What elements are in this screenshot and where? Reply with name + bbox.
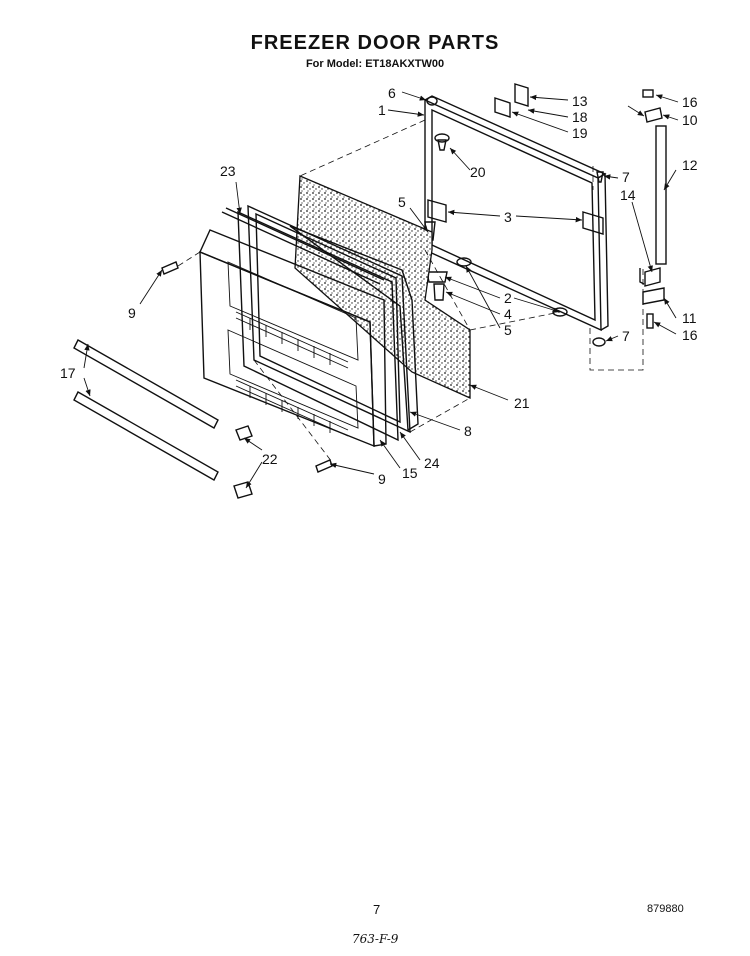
label-6: 6 [388,85,396,101]
label-19: 19 [572,125,588,141]
label-13: 13 [572,93,588,109]
label-8: 8 [464,423,472,439]
label-15: 15 [402,465,418,481]
label-20: 20 [470,164,486,180]
label-7b: 7 [622,328,630,344]
page-title: FREEZER DOOR PARTS [250,32,500,54]
page-number: 7 [373,902,381,917]
right-hinge-assembly [589,89,667,371]
top-bracket-parts [494,83,529,118]
label-4: 4 [504,306,512,322]
label-5a: 5 [398,194,406,210]
label-9a: 9 [128,305,136,321]
label-3: 3 [504,209,512,225]
label-14: 14 [620,187,636,203]
label-10: 10 [682,112,698,128]
label-9b: 9 [378,471,386,487]
handwritten-note: 763-F-9 [352,932,399,946]
model-subtitle: For Model: ET18AKXTW00 [305,58,445,70]
label-16b: 16 [682,327,698,343]
label-24: 24 [424,455,440,471]
label-12: 12 [682,157,698,173]
alignment-lines [177,119,561,463]
label-23: 23 [220,163,236,179]
label-17: 17 [60,365,76,381]
leader-lines [83,91,679,489]
part-number-labels: 6 1 13 18 19 20 23 5 3 2 4 5 7 7 16 10 1… [60,85,698,487]
label-7a: 7 [622,169,630,185]
hinge-bracket-part [427,199,604,235]
label-11: 11 [682,310,697,326]
label-16a: 16 [682,94,698,110]
label-21: 21 [514,395,530,411]
document-code: 879880 [647,903,684,915]
label-22: 22 [262,451,278,467]
label-1: 1 [378,102,386,118]
door-shelf-bars [73,339,253,499]
label-2: 2 [504,290,512,306]
label-5b: 5 [504,322,512,338]
label-18: 18 [572,109,588,125]
